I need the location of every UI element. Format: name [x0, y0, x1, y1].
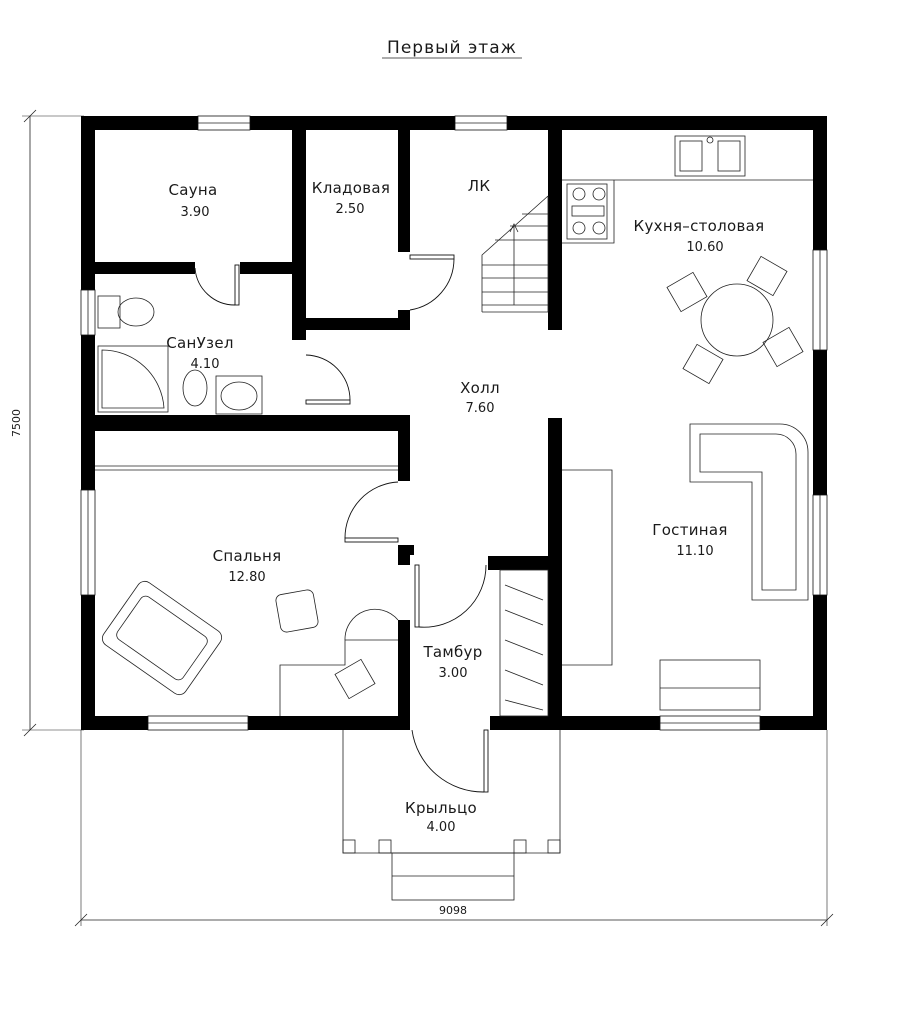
dining-table: [666, 255, 804, 385]
armchair: [101, 580, 223, 696]
doors: [194, 254, 489, 793]
dimension-height: 7500: [10, 409, 23, 437]
living-wall-unit: [562, 469, 613, 666]
vestibule-wardrobe: [499, 569, 549, 717]
shower-tray: [97, 345, 169, 413]
kitchen-counter: [562, 135, 813, 244]
desk: [279, 608, 399, 716]
washbasin: [215, 375, 263, 415]
room-name-sauna: Сауна: [168, 181, 217, 199]
room-name-vestibule: Тамбур: [422, 643, 482, 661]
plan-title: Первый этаж: [387, 38, 517, 58]
room-area-living: 11.10: [676, 544, 713, 559]
bidet: [182, 369, 208, 407]
room-name-bathroom: СанУзел: [166, 334, 234, 352]
room-area-bedroom: 12.80: [228, 570, 265, 585]
room-area-kitchen: 10.60: [686, 240, 723, 255]
room-name-hall: Холл: [460, 379, 500, 397]
tv-cabinet: [659, 659, 761, 711]
wardrobe-bedroom: [95, 465, 398, 471]
dimension-width: 9098: [439, 904, 467, 917]
room-name-living: Гостиная: [652, 521, 727, 539]
room-area-sauna: 3.90: [181, 205, 210, 220]
room-name-stair: ЛК: [468, 177, 491, 195]
staircase: [481, 195, 549, 313]
room-name-pantry: Кладовая: [312, 179, 390, 197]
room-area-hall: 7.60: [466, 401, 495, 416]
room-area-bathroom: 4.10: [191, 357, 220, 372]
room-area-vestibule: 3.00: [439, 666, 468, 681]
room-name-bedroom: Спальня: [213, 547, 282, 565]
room-name-porch: Крыльцо: [405, 799, 477, 817]
corner-sofa: [689, 423, 809, 601]
room-name-kitchen: Кухня–столовая: [634, 217, 765, 235]
porch-steps: [391, 852, 515, 901]
toilet: [97, 295, 155, 329]
desk-chair: [275, 589, 319, 633]
windows: [80, 115, 828, 731]
room-area-pantry: 2.50: [336, 202, 365, 217]
dimension-lines: [22, 109, 834, 927]
entrance-opening: [410, 716, 490, 730]
room-area-porch: 4.00: [427, 820, 456, 835]
